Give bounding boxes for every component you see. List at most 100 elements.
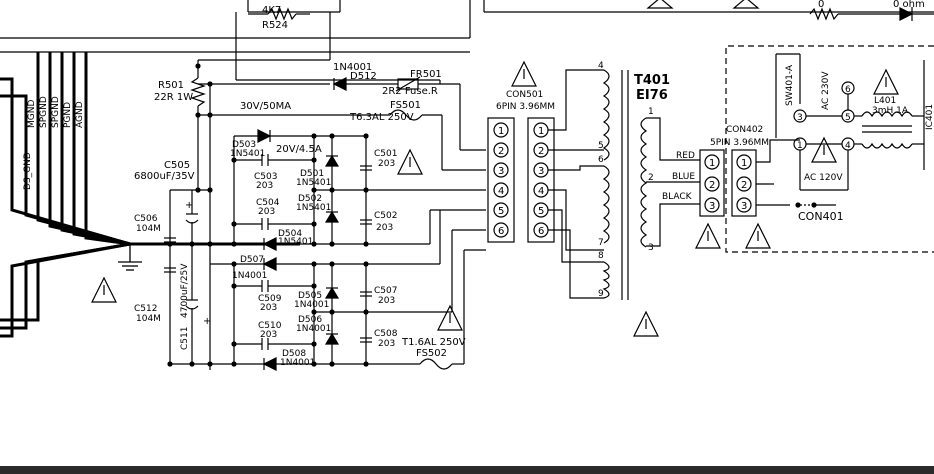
con501-pin-3b: 3 xyxy=(538,166,544,177)
top-region xyxy=(0,0,934,53)
t401-pin-8: 8 xyxy=(598,251,604,261)
warning-triangle-t401 xyxy=(633,310,659,337)
c509-label: C509 xyxy=(258,294,282,304)
fs502-value: T1.6AL 250V xyxy=(401,337,466,348)
fs501-label: FS501 xyxy=(390,100,421,111)
d504-type: 1N5401 xyxy=(278,237,313,247)
con402-pin-2b: 2 xyxy=(741,180,747,191)
mgnd-label: MGND xyxy=(27,100,37,128)
r524-label: R524 xyxy=(262,20,288,31)
d506-type: 1N4001 xyxy=(296,324,331,334)
con501-pin-5b: 5 xyxy=(538,206,544,217)
warning-triangle-rect2 xyxy=(437,304,463,331)
ic401-label: IC401 xyxy=(925,104,934,130)
c503-value: 203 xyxy=(256,181,273,191)
con402-pin-2a: 2 xyxy=(709,180,715,191)
ac120-label: AC 120V xyxy=(804,173,843,183)
sw401-pin-4: 4 xyxy=(845,141,851,151)
con402-pin-1b: 1 xyxy=(741,158,747,169)
c507-value: 203 xyxy=(378,296,395,306)
sw401-pin-3: 3 xyxy=(797,113,803,123)
t401-pin-5: 5 xyxy=(598,141,604,151)
c511-label: C511 xyxy=(180,327,190,350)
ground-symbol xyxy=(118,244,142,271)
warning-triangle-gnd xyxy=(91,276,117,303)
d507-label: D507 xyxy=(240,255,264,265)
r501-label: R501 xyxy=(158,80,184,91)
d508-type: 1N4001 xyxy=(280,358,315,368)
fs502-label: FS502 xyxy=(416,348,447,359)
d501-label: D501 xyxy=(300,169,324,179)
agnd-label: AGND xyxy=(75,101,85,128)
junction-d512 xyxy=(207,81,213,87)
c501-value: 203 xyxy=(378,159,395,169)
c503-label: C503 xyxy=(254,172,277,182)
c512-value: 104M xyxy=(136,314,161,324)
warning-triangle-l401 xyxy=(873,68,899,95)
junction-dots xyxy=(167,133,369,367)
con501-pin-3a: 3 xyxy=(498,166,504,177)
con501-pin-5a: 5 xyxy=(498,206,504,217)
con501-to-t401-wires xyxy=(548,69,700,300)
t401-pin-4: 4 xyxy=(598,61,604,71)
ground-bus-wires xyxy=(0,52,300,338)
sw401-label: SW401-A xyxy=(785,64,795,106)
d512-type: 1N4001 xyxy=(333,62,372,73)
bottom-bar xyxy=(0,466,934,474)
con501-pin-2a: 2 xyxy=(498,146,504,157)
con501-pin-2b: 2 xyxy=(538,146,544,157)
t401-pin-3: 3 xyxy=(648,243,654,253)
d502-label: D502 xyxy=(298,194,322,204)
spgnd-label-2: SPGND xyxy=(51,96,61,128)
t401-core: EI76 xyxy=(636,88,668,103)
con501-spec: 6PIN 3.96MM xyxy=(496,102,555,112)
pgnd-label: PGND xyxy=(63,102,73,128)
fr501-label: FR501 xyxy=(410,69,442,80)
zero-label: 0 xyxy=(818,0,824,10)
dashed-boundary xyxy=(725,45,934,253)
c504-label: C504 xyxy=(256,198,280,208)
c508-value: 203 xyxy=(378,339,395,349)
con402-spec: 5PIN 3.96MM xyxy=(710,138,769,148)
d512-label: D512 xyxy=(350,71,377,82)
con501-pin-4a: 4 xyxy=(498,186,504,197)
con402-block xyxy=(699,139,800,217)
d504-label: D504 xyxy=(278,229,302,239)
c510-value: 203 xyxy=(260,330,277,340)
d508-label: D508 xyxy=(282,349,306,359)
plus-mark-1: + xyxy=(185,200,193,211)
con501-label: CON501 xyxy=(506,90,543,100)
con501-pin-1a: 1 xyxy=(498,126,504,137)
c502-label: C502 xyxy=(374,211,397,221)
warning-triangle-rect1 xyxy=(397,148,423,175)
spgnd-label-1: SPGND xyxy=(39,96,49,128)
c509-value: 203 xyxy=(260,303,277,313)
con401-label: CON401 xyxy=(798,210,844,223)
d505-label: D505 xyxy=(298,291,322,301)
c508-label: C508 xyxy=(374,329,398,339)
con501-pin-6b: 6 xyxy=(538,226,544,237)
c507-label: C507 xyxy=(374,286,397,296)
sw401-pin-5: 5 xyxy=(845,113,851,123)
c505-value: 6800uF/35V xyxy=(134,171,195,182)
con402-pin-3b: 3 xyxy=(741,201,747,212)
fr501-value: 2R2 Fuse.R xyxy=(382,86,438,97)
c504-value: 203 xyxy=(258,207,275,217)
d503-type: 1N5401 xyxy=(230,149,265,159)
wire-blue-label: BLUE xyxy=(672,172,695,182)
warning-triangle-ac xyxy=(811,136,837,163)
t401-label: T401 xyxy=(634,73,670,88)
v20-label: 20V/4.5A xyxy=(276,144,322,155)
v30-label: 30V/50MA xyxy=(240,101,291,112)
ds-gnd-label: DS_GND xyxy=(23,152,33,190)
l401-value: 3mH 1A xyxy=(872,106,909,116)
t401-pin-1: 1 xyxy=(648,107,654,117)
d505-type: 1N4001 xyxy=(294,300,329,310)
r524-value: 4K7 xyxy=(262,5,281,16)
warning-triangle-top-2 xyxy=(732,0,760,9)
r501-value: 22R 1W xyxy=(154,92,193,103)
l401-label: L401 xyxy=(874,96,896,106)
warning-triangle-con402a xyxy=(695,222,721,249)
c506-label: C506 xyxy=(134,214,158,224)
